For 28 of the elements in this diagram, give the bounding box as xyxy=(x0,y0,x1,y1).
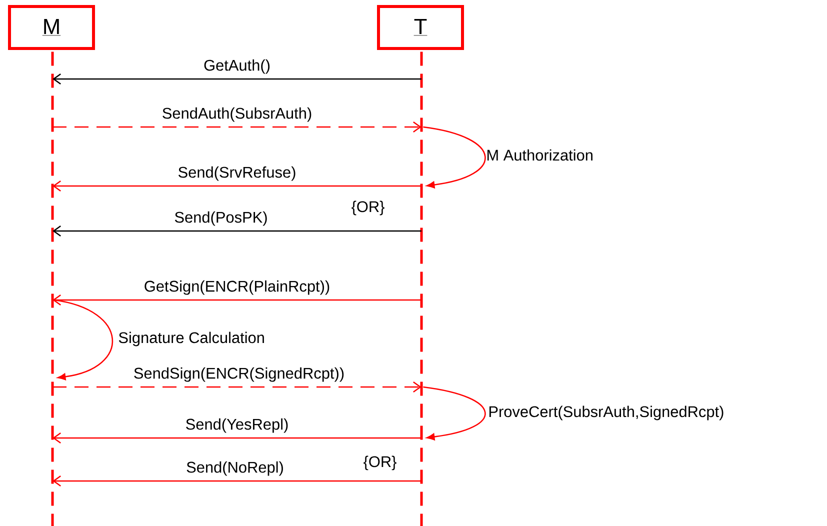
edge-label: M Authorization xyxy=(487,149,592,161)
message-arrow xyxy=(52,475,422,487)
message-arrow xyxy=(52,294,422,306)
alternative-label: {OR} xyxy=(364,456,396,470)
alternative-label: {OR} xyxy=(352,200,384,216)
edge-label: GetAuth() xyxy=(202,58,272,75)
message-arrow xyxy=(52,225,422,237)
message-arrow xyxy=(52,381,422,393)
self-message-arrow xyxy=(423,126,486,188)
self-message-arrow xyxy=(423,386,486,440)
edge-label: Signature Calculation xyxy=(118,332,264,346)
participant-box: T xyxy=(377,5,464,50)
self-message-arrow xyxy=(54,299,113,380)
edge-label: SendSign(ENCR(SignedRcpt)) xyxy=(132,366,346,383)
edge-label: ProveCert(SubsrAuth,SignedRcpt) xyxy=(489,406,724,420)
message-arrow xyxy=(52,73,422,85)
lifeline xyxy=(51,52,54,526)
message-arrow xyxy=(52,180,422,192)
edge-label: Send(SrvRefuse) xyxy=(176,165,298,182)
lifeline xyxy=(420,52,423,526)
edge-label: Send(NoRepl) xyxy=(185,460,285,477)
edge-label: Send(PosPK) xyxy=(173,210,269,227)
edge-label: Send(YesRepl) xyxy=(184,417,290,434)
message-arrow xyxy=(52,432,422,444)
message-arrow xyxy=(52,121,422,133)
edge-label: SendAuth(SubsrAuth) xyxy=(160,106,314,123)
edge-label: GetSign(ENCR(PlainRcpt)) xyxy=(142,279,332,296)
participant-box: M xyxy=(8,5,95,50)
